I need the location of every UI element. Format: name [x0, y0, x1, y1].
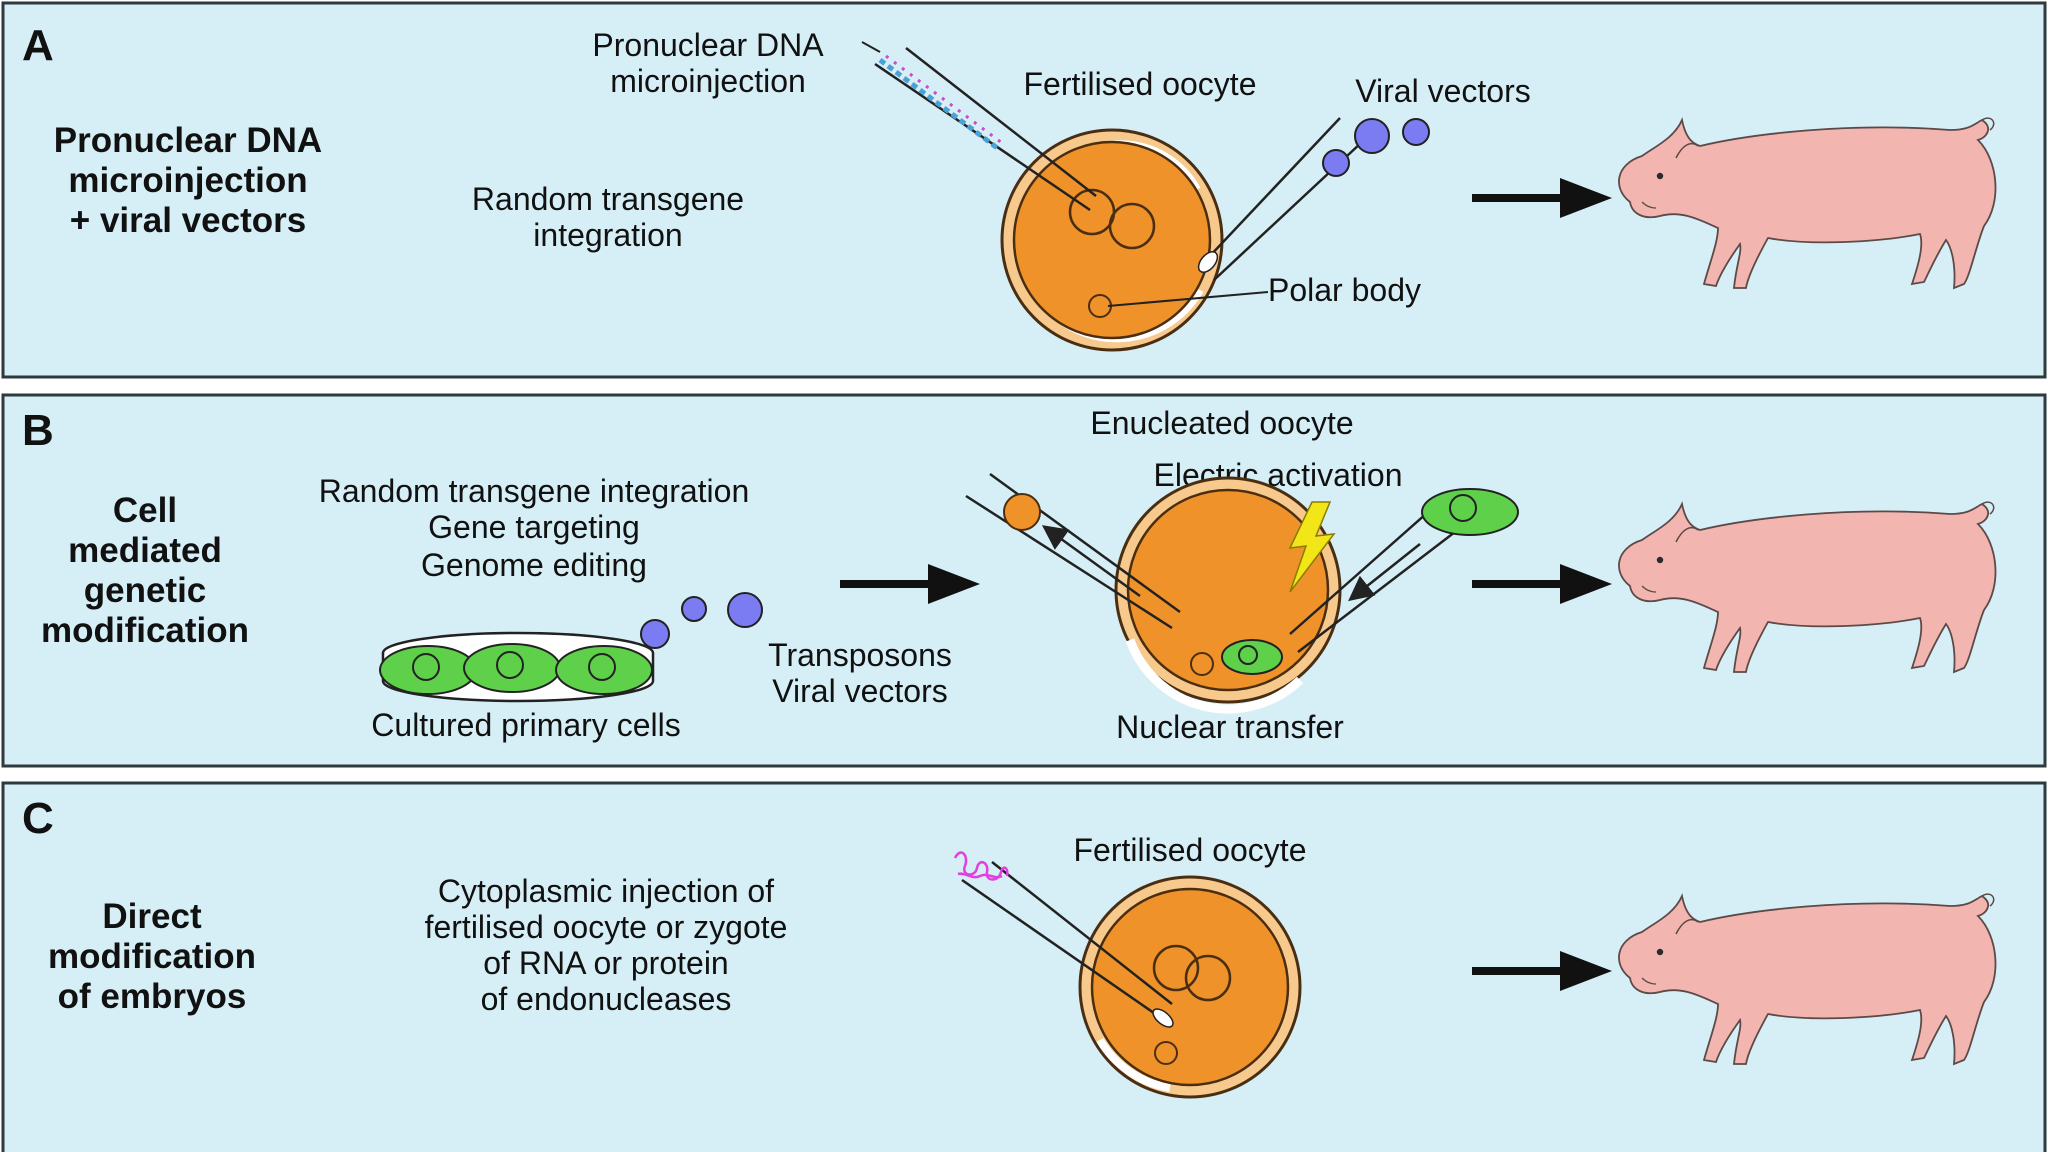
method-title: Cell mediated genetic modification	[41, 491, 249, 650]
label-line: Pronuclear DNA	[592, 27, 824, 63]
culture-dish-icon	[379, 631, 655, 703]
method-line: of embryos	[58, 977, 247, 1016]
polar-body-leader	[1107, 291, 1269, 307]
oocyte-label: Fertilised oocyte	[1024, 66, 1257, 102]
description-line: integration	[533, 217, 682, 253]
label-line: microinjection	[610, 63, 806, 99]
panel-letter: B	[22, 406, 54, 455]
donor-cell	[1221, 639, 1283, 675]
method-line: mediated	[68, 531, 222, 570]
method-line: Direct	[102, 897, 202, 936]
viral-vector-icon	[727, 592, 763, 628]
vectors-label: Viral vectors	[1355, 73, 1530, 109]
panel-a: A Pronuclear DNA microinjection + viral …	[1, 1, 2047, 379]
oocyte-label: Fertilised oocyte	[1074, 832, 1307, 868]
description-line: Cytoplasmic injection of	[438, 873, 774, 909]
label-leader-line	[861, 41, 881, 53]
rna-strand	[953, 851, 1009, 881]
panel-letter: A	[22, 21, 54, 70]
method-title: Direct modification of embryos	[48, 897, 256, 1016]
method-line: Cell	[113, 491, 177, 530]
oocyte-icon	[1000, 128, 1224, 352]
polar-body	[1190, 652, 1214, 676]
method-title: Pronuclear DNA microinjection + viral ve…	[54, 121, 322, 240]
oocyte-icon	[1114, 476, 1342, 714]
panel-c: C Direct modification of embryos Cytopla…	[1, 781, 2047, 1152]
viral-vector-icon	[1322, 149, 1350, 177]
description-line: of endonucleases	[481, 981, 732, 1017]
micropipette-icon	[961, 861, 1174, 1028]
vectors-label: Transposons Viral vectors	[768, 637, 952, 709]
description-line: of RNA or protein	[483, 945, 728, 981]
viral-vector-icon	[1402, 118, 1430, 146]
enucleated-label: Enucleated oocyte	[1090, 405, 1353, 441]
oocyte-icon	[1078, 875, 1302, 1099]
method-description: Random transgene integration Gene target…	[319, 473, 750, 583]
method-line: genetic	[84, 571, 207, 610]
method-line: + viral vectors	[70, 201, 306, 240]
description-line: Random transgene	[472, 181, 744, 217]
polar-body-label: Polar body	[1268, 272, 1421, 308]
removed-nucleus	[1003, 493, 1041, 531]
method-line: microinjection	[68, 161, 307, 200]
polar-body	[1088, 294, 1112, 318]
micropipette-icon	[874, 47, 1097, 212]
viral-vector-icon	[640, 619, 670, 649]
polar-body	[1154, 1041, 1178, 1065]
label-line: Viral vectors	[772, 673, 947, 709]
micropipette-icon	[1289, 497, 1469, 653]
viral-vector-icon	[1354, 118, 1390, 154]
description-line: Random transgene integration	[319, 473, 750, 509]
method-line: modification	[48, 937, 256, 976]
description-line: Genome editing	[421, 547, 647, 583]
method-description: Random transgene integration	[472, 181, 744, 253]
nuclear-transfer-label: Nuclear transfer	[1116, 709, 1344, 745]
donor-cell	[1421, 488, 1519, 536]
method-line: modification	[41, 611, 249, 650]
description-line: fertilised oocyte or zygote	[425, 909, 788, 945]
panel-letter: C	[22, 794, 54, 843]
method-description: Cytoplasmic injection of fertilised oocy…	[425, 873, 788, 1017]
cultured-cells-label: Cultured primary cells	[371, 707, 680, 743]
lightning-bolt-icon	[1288, 501, 1336, 593]
description-line: Gene targeting	[428, 509, 640, 545]
panel-b: B Cell mediated genetic modification Ran…	[1, 393, 2047, 768]
viral-vector-icon	[681, 596, 707, 622]
label-line: Transposons	[768, 637, 952, 673]
injection-label: Pronuclear DNA microinjection	[592, 27, 824, 99]
method-line: Pronuclear DNA	[54, 121, 322, 160]
